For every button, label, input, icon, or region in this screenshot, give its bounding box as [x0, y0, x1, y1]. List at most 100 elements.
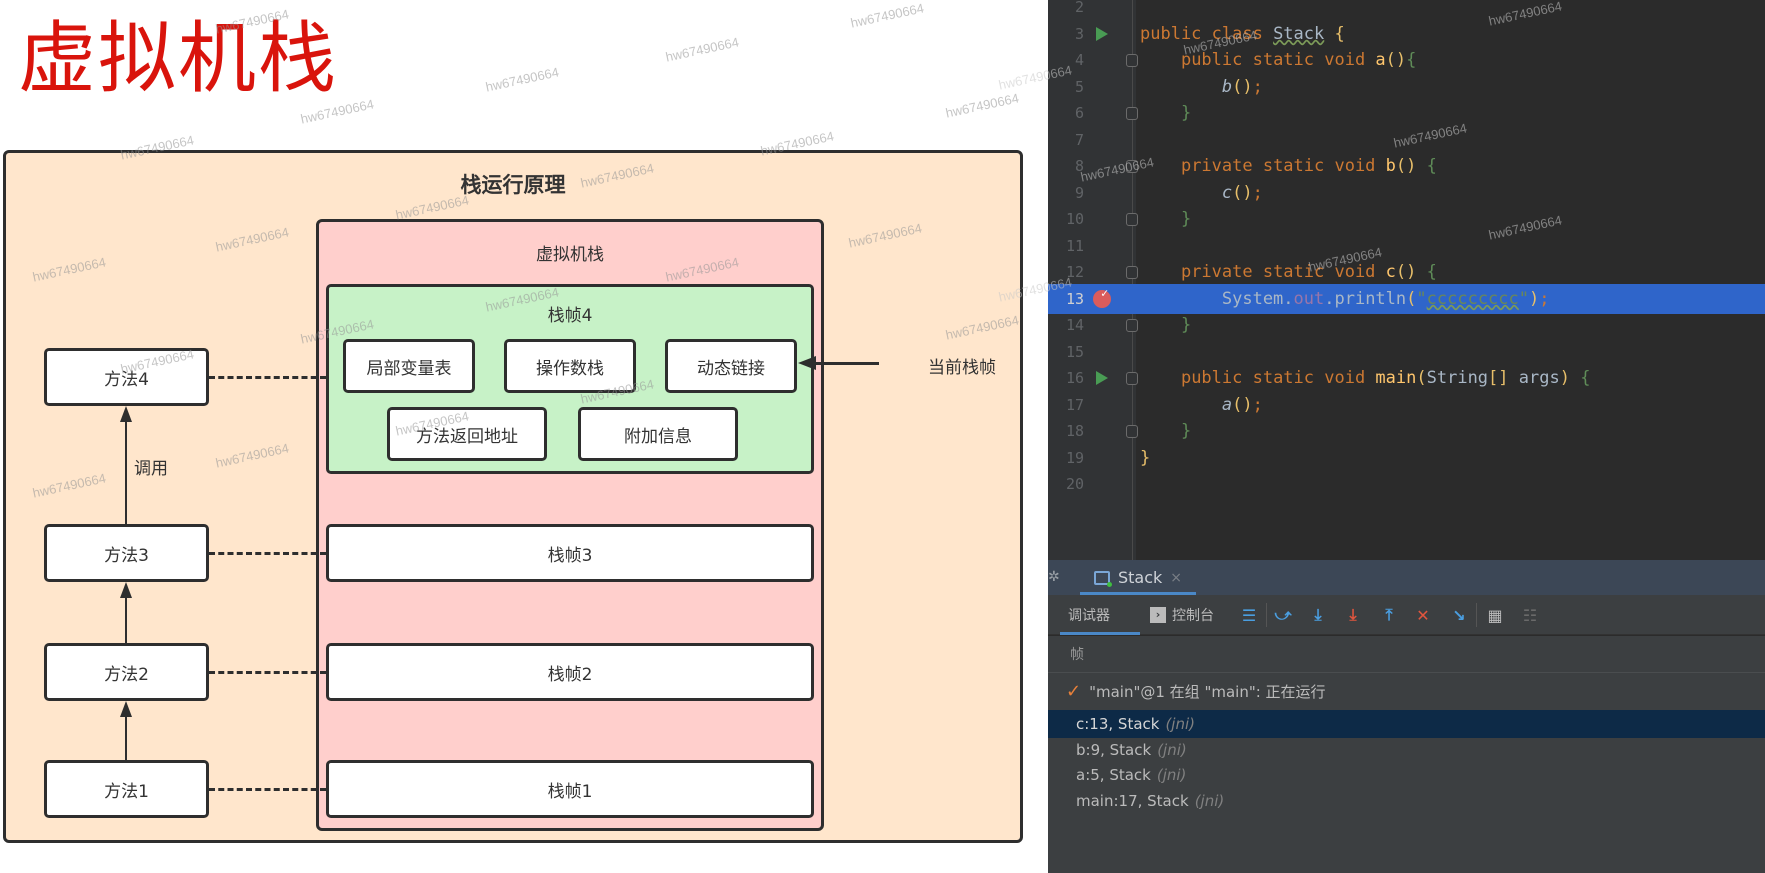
line-number[interactable]: 17	[1065, 395, 1084, 414]
force-step-into-icon[interactable]: ⤓	[1349, 605, 1357, 624]
code-line[interactable]: 6 }	[1048, 98, 1765, 128]
frame-package: (jni)	[1194, 791, 1225, 810]
debug-tab-stack[interactable]: Stack ×	[1086, 560, 1204, 595]
code-line[interactable]: 20	[1048, 469, 1765, 499]
stack-frame-item[interactable]: b:9, Stack(jni)	[1048, 736, 1765, 764]
toolbar-separator	[1476, 603, 1477, 627]
code-token: )	[1529, 288, 1540, 309]
line-number[interactable]: 13	[1065, 289, 1084, 308]
drop-frame-icon[interactable]: ✕	[1416, 605, 1430, 625]
step-out-icon[interactable]: ⤒	[1385, 605, 1393, 624]
fold-toggle-icon[interactable]	[1126, 319, 1138, 332]
line-number[interactable]: 2	[1074, 0, 1084, 16]
line-number[interactable]: 14	[1065, 316, 1084, 334]
code-line[interactable]: 8 private static void b() {	[1048, 151, 1765, 181]
trace-settings-icon[interactable]: ☷	[1522, 605, 1538, 625]
code-line[interactable]: 15	[1048, 337, 1765, 367]
line-number[interactable]: 9	[1074, 183, 1084, 202]
fold-toggle-icon[interactable]	[1126, 213, 1138, 226]
line-number[interactable]: 4	[1074, 51, 1084, 69]
frames-layout-icon[interactable]: ☰	[1241, 605, 1257, 625]
tab-console[interactable]: › 控制台	[1150, 595, 1214, 635]
frame-package: (jni)	[1165, 715, 1195, 733]
code-line[interactable]: 7	[1048, 125, 1765, 155]
stack-frame-3: 栈帧3	[326, 524, 814, 582]
code-token: {	[1580, 368, 1591, 388]
stack-frame-item[interactable]: a:5, Stack(jni)	[1048, 761, 1765, 789]
dynamic-linking: 动态链接	[665, 339, 797, 393]
code-token	[1140, 368, 1181, 388]
connector-method2-frame2	[209, 671, 326, 674]
watermark: hw67490664	[849, 0, 926, 31]
line-number[interactable]: 18	[1065, 422, 1084, 440]
checkmark-icon: ✓	[1066, 680, 1082, 702]
evaluate-expression-icon[interactable]: ▦	[1487, 605, 1503, 625]
code-token: {	[1334, 23, 1345, 44]
run-to-cursor-icon[interactable]: ↘	[1452, 605, 1466, 625]
fold-toggle-icon[interactable]	[1126, 160, 1138, 173]
code-token	[1140, 262, 1181, 282]
step-over-icon[interactable]: ⤻	[1274, 605, 1292, 624]
line-number[interactable]: 11	[1065, 236, 1084, 255]
stack-frame-1: 栈帧1	[326, 760, 814, 818]
code-line[interactable]: 9 c();	[1048, 178, 1765, 208]
line-number[interactable]: 5	[1074, 77, 1084, 96]
method-4: 方法4	[44, 348, 209, 406]
connector-method1-frame1	[209, 788, 326, 791]
code-line[interactable]: 2	[1048, 0, 1765, 22]
thread-selector[interactable]: ✓ "main"@1 在组 "main": 正在运行	[1066, 676, 1326, 706]
code-line[interactable]: 4 public static void a(){	[1048, 45, 1765, 75]
code-token: public static void	[1180, 368, 1376, 388]
line-number[interactable]: 19	[1065, 448, 1084, 467]
code-token	[1140, 209, 1181, 229]
code-line[interactable]: 14 }	[1048, 310, 1765, 340]
line-number[interactable]: 10	[1065, 210, 1084, 228]
line-number[interactable]: 6	[1074, 104, 1084, 122]
code-line[interactable]: 11	[1048, 231, 1765, 261]
line-number[interactable]: 3	[1074, 24, 1084, 43]
watermark: hw67490664	[484, 64, 561, 95]
fold-guide	[1132, 0, 1133, 560]
step-into-icon[interactable]: ⤓	[1314, 605, 1322, 624]
code-token: }	[1140, 447, 1151, 468]
run-gutter-icon[interactable]	[1096, 26, 1108, 41]
code-line[interactable]: 19}	[1048, 443, 1765, 473]
code-line[interactable]: 16 public static void main(String[] args…	[1048, 363, 1765, 393]
console-label: 控制台	[1172, 608, 1214, 624]
code-line[interactable]: 5 b();	[1048, 72, 1765, 102]
run-gutter-icon[interactable]	[1096, 371, 1108, 385]
debugger-tab-indicator	[1060, 632, 1140, 635]
debug-panel-icon: ✲	[1048, 569, 1060, 585]
breakpoint-icon[interactable]	[1093, 289, 1111, 308]
stack-frame-item[interactable]: c:13, Stack(jni)	[1048, 710, 1765, 738]
line-number[interactable]: 16	[1065, 369, 1084, 387]
code-line[interactable]: 18 }	[1048, 416, 1765, 446]
line-number[interactable]: 7	[1074, 130, 1084, 149]
code-line[interactable]: 13✓ System.out.println("ccccccccc");	[1048, 283, 1765, 314]
stack-frame-item[interactable]: main:17, Stack(jni)	[1048, 787, 1765, 815]
code-token: main	[1375, 368, 1417, 388]
watermark: hw67490664	[664, 34, 741, 65]
fold-toggle-icon[interactable]	[1126, 54, 1138, 67]
code-line[interactable]: 12 private static void c() {	[1048, 257, 1765, 287]
close-icon[interactable]: ×	[1170, 569, 1183, 586]
line-number[interactable]: 8	[1074, 157, 1084, 175]
fold-toggle-icon[interactable]	[1126, 107, 1138, 120]
tab-debugger[interactable]: 调试器	[1068, 595, 1110, 635]
line-number[interactable]: 20	[1065, 475, 1084, 493]
code-token: a	[1221, 394, 1233, 415]
line-number[interactable]: 15	[1065, 342, 1084, 361]
method-3: 方法3	[44, 524, 209, 582]
code-token: []	[1488, 368, 1509, 388]
fold-toggle-icon[interactable]	[1126, 266, 1138, 279]
fold-toggle-icon[interactable]	[1126, 372, 1138, 385]
line-number[interactable]: 12	[1065, 263, 1084, 281]
fold-toggle-icon[interactable]	[1126, 425, 1138, 438]
code-token: .println	[1324, 288, 1407, 309]
code-line[interactable]: 17 a();	[1048, 390, 1765, 420]
code-token	[1140, 103, 1181, 123]
method-2: 方法2	[44, 643, 209, 701]
code-line[interactable]: 10 }	[1048, 204, 1765, 234]
